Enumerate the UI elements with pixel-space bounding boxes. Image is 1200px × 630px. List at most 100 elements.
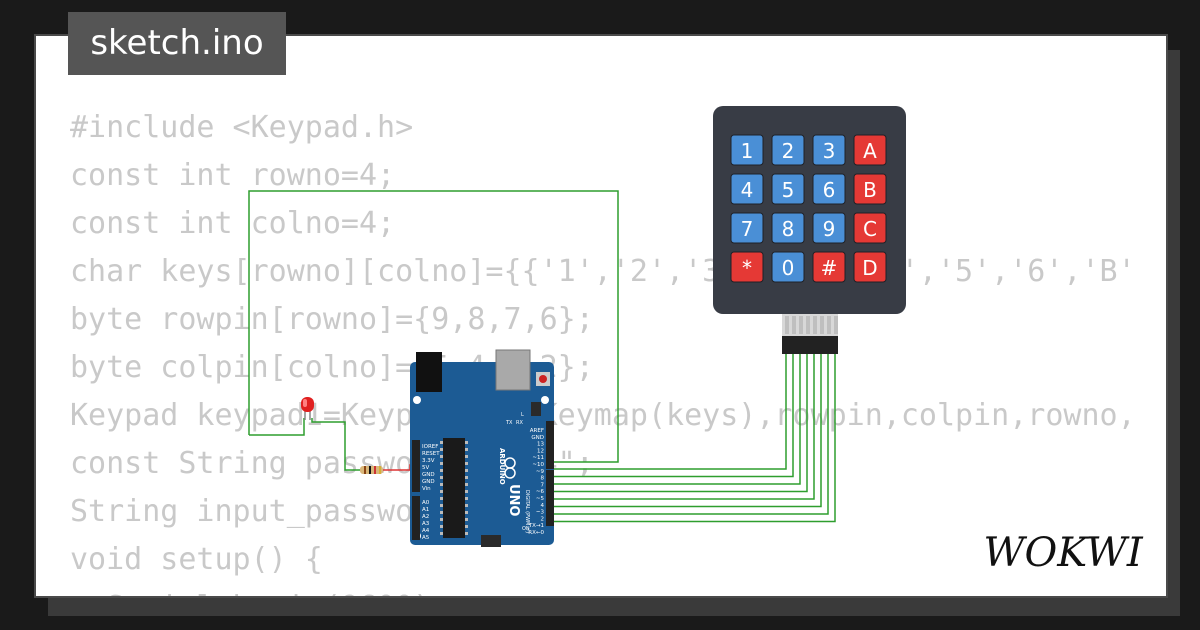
digital-pin-label: ~10 [532, 462, 544, 468]
keypad-key[interactable]: 7 [730, 212, 764, 244]
digital-pin-label: 2 [541, 516, 545, 522]
keypad-key[interactable]: C [853, 212, 887, 244]
chip-pin [465, 511, 468, 514]
analog-header [412, 496, 420, 540]
code-line: void setup() { [70, 542, 323, 577]
wires [248, 190, 836, 523]
chip-pin [465, 490, 468, 493]
keypad-key[interactable]: 6 [812, 173, 846, 205]
resistor[interactable] [360, 466, 383, 474]
power-pin-label: 3.3V [422, 458, 435, 464]
code-line: #include <Keypad.h> [70, 110, 414, 145]
keypad-key[interactable]: * [730, 251, 764, 283]
ribbon-trace [834, 316, 838, 334]
digital-pin-label: ~5 [536, 496, 545, 502]
red-led[interactable] [301, 397, 314, 420]
key-label: 3 [823, 139, 836, 163]
wokwi-logo: WOKWI [983, 530, 1143, 576]
chip-pin [465, 441, 468, 444]
led-body [301, 397, 314, 412]
chip-pin [465, 497, 468, 500]
wire [554, 354, 822, 508]
rx-label: RX [516, 420, 523, 426]
chip-pin [465, 455, 468, 458]
key-label: 9 [823, 217, 836, 241]
digital-pin-label: 8 [541, 476, 545, 482]
wire [554, 354, 787, 470]
power-header [412, 440, 420, 492]
resistor-band [374, 466, 376, 474]
resistor-band [369, 466, 371, 474]
keypad-key[interactable]: 0 [771, 251, 805, 283]
power-pin-label: Vin [422, 486, 431, 492]
key-face [771, 251, 805, 283]
key-face [853, 173, 887, 205]
led-highlight [303, 399, 307, 407]
wire [311, 418, 360, 471]
keypad-key[interactable]: 2 [771, 134, 805, 166]
arduino-logo-right [504, 467, 516, 479]
key-label: C [863, 217, 877, 241]
key-face [771, 212, 805, 244]
digital-pin-label: RX←0 [528, 530, 544, 536]
power-pin-label: GND [422, 472, 435, 478]
key-face [771, 134, 805, 166]
digital-header-top [546, 421, 554, 469]
chip-pin [440, 469, 443, 472]
code-line: const int rowno=4; [70, 158, 396, 193]
key-label: B [863, 178, 877, 202]
key-face [730, 173, 764, 205]
keypad-key[interactable]: 4 [730, 173, 764, 205]
key-label: 4 [741, 178, 754, 202]
key-label: 5 [782, 178, 795, 202]
keypad-key[interactable]: 1 [730, 134, 764, 166]
chip-pin [465, 518, 468, 521]
chip-pin [465, 483, 468, 486]
chip-pin [440, 504, 443, 507]
key-face [812, 173, 846, 205]
arduino-brand: ARDUINO [498, 448, 506, 485]
keypad-key[interactable]: # [812, 251, 846, 283]
wire [248, 190, 619, 463]
keypad-key[interactable]: 5 [771, 173, 805, 205]
file-title-tab: sketch.ino [68, 12, 286, 75]
chip-pin [465, 462, 468, 465]
code-line: const int colno=4; [70, 206, 396, 241]
chip-pin [440, 448, 443, 451]
chip-pin [440, 518, 443, 521]
keypad-key[interactable]: 9 [812, 212, 846, 244]
wire [554, 354, 829, 515]
digital-pin-label: ~6 [536, 489, 545, 495]
mount-hole [541, 396, 549, 404]
code-line: Keypad keypad1=Keypad(makeKeymap(keys),r… [70, 398, 1132, 433]
key-label: # [821, 256, 838, 280]
chip-pin [440, 532, 443, 535]
icsp-header [481, 535, 501, 547]
l-label: L [521, 412, 524, 418]
keypad-key[interactable]: 8 [771, 212, 805, 244]
key-face [853, 251, 887, 283]
chip-pin [440, 441, 443, 444]
keypad-key[interactable]: B [853, 173, 887, 205]
on-label: ON [522, 526, 530, 532]
key-label: A [863, 139, 877, 163]
key-face [730, 134, 764, 166]
arduino-uno[interactable]: IOREFRESET3.3V5VGNDGNDVinA0A1A2A3A4A5POW… [410, 349, 554, 547]
keypad-key[interactable]: A [853, 134, 887, 166]
chip-pin [440, 462, 443, 465]
key-label: 1 [741, 139, 754, 163]
chip-pin [440, 525, 443, 528]
wire [554, 354, 808, 493]
keypad-key[interactable]: 3 [812, 134, 846, 166]
icsp-header [531, 402, 541, 416]
digital-pin-label: GND [531, 435, 544, 441]
digital-pin-label: ~3 [536, 510, 545, 516]
wire [554, 354, 836, 523]
chip-pin [465, 525, 468, 528]
tx-label: TX [505, 420, 513, 426]
resistor-band [379, 466, 381, 474]
code-line: char keys[rowno][colno]={{'1','2','3','A… [70, 254, 1132, 289]
key-face [812, 134, 846, 166]
keypad-key[interactable]: D [853, 251, 887, 283]
